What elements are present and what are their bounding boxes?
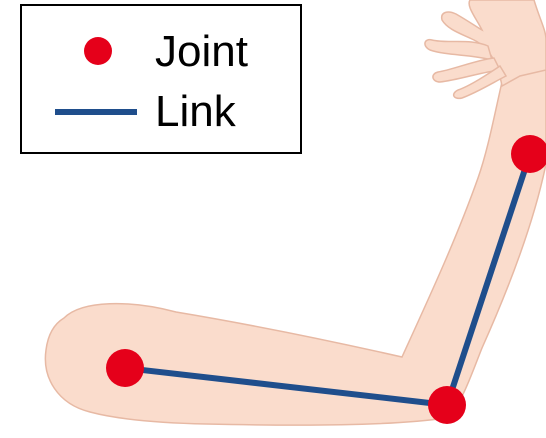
legend: Joint Link	[21, 5, 301, 153]
joint-shoulder	[106, 349, 144, 387]
legend-link-label: Link	[155, 87, 237, 136]
legend-joint-label: Joint	[155, 27, 248, 76]
legend-joint-marker	[84, 37, 112, 65]
joint-elbow	[428, 386, 466, 424]
